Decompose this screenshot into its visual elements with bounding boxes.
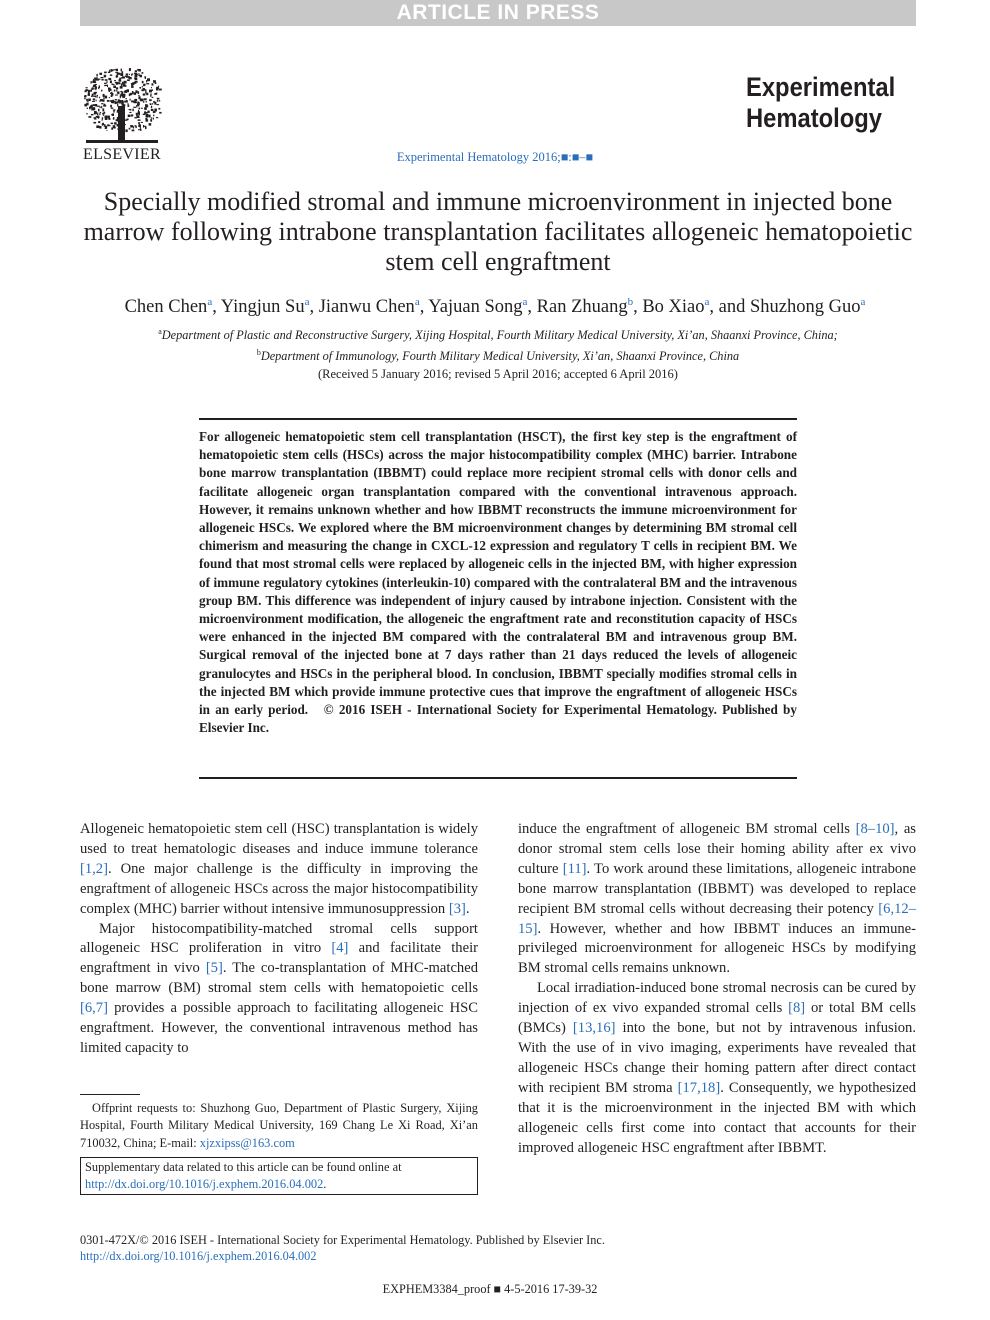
citation-link[interactable]: [1,2] [80, 860, 108, 877]
publisher-wordmark: ELSEVIER [83, 146, 161, 163]
body-text: . However, whether and how IBBMT induces… [518, 920, 916, 977]
author-separator: , [212, 297, 221, 318]
abstract-text: For allogeneic hematopoietic stem cell t… [199, 429, 797, 736]
elsevier-tree-logo [80, 66, 164, 164]
author-separator: , and [709, 297, 751, 318]
proof-stamp: EXPHEM3384_proof ■ 4-5-2016 17-39-32 [382, 1282, 598, 1296]
citation-link[interactable]: [11] [562, 860, 587, 877]
body-text: Allogeneic hematopoietic stem cell (HSC)… [80, 821, 478, 857]
body-column-right: induce the engraftment of allogeneic BM … [518, 820, 916, 1158]
affiliation-line: bDepartment of Immunology, Fourth Milita… [80, 344, 916, 365]
elsevier-tree-icon [84, 68, 162, 143]
author-separator: , [633, 297, 643, 318]
citation-link[interactable]: [6,7] [80, 1000, 108, 1017]
body-paragraph: induce the engraftment of allogeneic BM … [518, 820, 916, 979]
body-text: . To work around these limitations, allo… [518, 860, 916, 917]
author-separator: , [527, 297, 537, 318]
author-name: Ran Zhuang [536, 297, 628, 318]
citation-link[interactable]: [3] [448, 900, 466, 917]
author-name: Shuzhong Guo [750, 297, 861, 318]
citation-link[interactable]: [17,18] [677, 1079, 721, 1096]
author-name: Yajuan Song [428, 297, 523, 318]
journal-logo: Experimental Hematology [746, 72, 916, 134]
citation-link[interactable]: [8–10] [855, 821, 895, 837]
body-paragraph: Local irradiation-induced bone stromal n… [518, 979, 916, 1158]
author-affiliation-mark[interactable]: a [207, 296, 213, 308]
supplementary-text: Supplementary data related to this artic… [85, 1160, 402, 1174]
body-text: or total BM cells (BMCs) [518, 1000, 916, 1037]
body-text: provides a possible approach to facilita… [80, 1000, 478, 1056]
received-dates: (Received 5 January 2016; revised 5 Apri… [318, 367, 678, 381]
author-name: Jianwu Chen [318, 297, 415, 318]
journal-citation[interactable]: Experimental Hematology 2016;■:■–■ [396, 150, 594, 164]
supplementary-box: Supplementary data related to this artic… [80, 1157, 478, 1195]
author-separator: , [309, 297, 319, 318]
issn-copyright: 0301-472X/© 2016 ISEH - International So… [80, 1233, 605, 1247]
author-name: Chen Chen [124, 297, 208, 318]
author-affiliation-mark[interactable]: b [627, 296, 634, 308]
offprint-footnote: Offprint requests to: Shuzhong Guo, Depa… [80, 1100, 478, 1152]
offprint-text: Offprint requests to: Shuzhong Guo, Depa… [80, 1101, 478, 1150]
abstract-box: For allogeneic hematopoietic stem cell t… [199, 418, 797, 779]
affiliation-line: aDepartment of Plastic and Reconstructiv… [80, 323, 916, 344]
body-text: and facilitate their engraftment in vivo [80, 940, 478, 977]
body-text: . One major challenge is the difficulty … [80, 860, 478, 917]
body-text: . The co-transplantation of MHC-matched … [80, 960, 478, 997]
author-list: Chen Chena, Yingjun Sua, Jianwu Chena, Y… [60, 290, 930, 319]
body-paragraph: Allogeneic hematopoietic stem cell (HSC)… [80, 820, 478, 920]
body-text: . [465, 900, 470, 917]
author-affiliation-mark[interactable]: a [304, 296, 310, 308]
body-text: , as donor stromal stem cells lose their… [518, 821, 916, 877]
author-affiliation-mark[interactable]: a [860, 296, 866, 308]
affiliation-text: Department of Immunology, Fourth Militar… [260, 349, 740, 364]
journal-logo-line-2: Hematology [746, 103, 883, 133]
citation-link[interactable]: [4] [331, 940, 349, 957]
author-affiliation-mark[interactable]: a [414, 296, 420, 308]
citation-link[interactable]: [8] [788, 1000, 806, 1017]
body-text: Local irradiation-induced bone stromal n… [518, 980, 916, 1017]
affiliations: aDepartment of Plastic and Reconstructiv… [80, 323, 916, 365]
citation-link[interactable]: [5] [205, 960, 223, 977]
affiliation-mark: b [256, 348, 261, 358]
supplementary-link[interactable]: http://dx.doi.org/10.1016/j.exphem.2016.… [85, 1177, 324, 1192]
body-column-left: Allogeneic hematopoietic stem cell (HSC)… [80, 820, 478, 1059]
body-text: into the bone, but not by intravenous in… [518, 1020, 917, 1096]
author-name: Yingjun Su [220, 297, 305, 318]
supplementary-end: . [323, 1177, 327, 1192]
article-in-press-banner: ARTICLE IN PRESS [80, 0, 916, 26]
body-text: induce the engraftment of allogeneic BM … [518, 821, 856, 837]
author-name: Bo Xiao [642, 297, 705, 318]
footnote-divider [80, 1094, 140, 1095]
affiliation-mark: a [158, 327, 162, 336]
affiliation-text: Department of Plastic and Reconstructive… [161, 328, 838, 343]
author-affiliation-mark[interactable]: a [522, 296, 528, 308]
citation-link[interactable]: [13,16] [572, 1020, 616, 1037]
doi-link[interactable]: http://dx.doi.org/10.1016/j.exphem.2016.… [80, 1249, 317, 1263]
citation-link[interactable]: [6,12–15] [518, 900, 916, 937]
journal-logo-line-1: Experimental [746, 72, 896, 102]
body-paragraph: Major histocompatibility-matched stromal… [80, 920, 478, 1059]
article-title: Specially modified stromal and immune mi… [83, 187, 913, 276]
author-affiliation-mark[interactable]: a [704, 296, 710, 308]
email-link[interactable]: xjzxipss@163.com [199, 1135, 295, 1150]
author-separator: , [419, 297, 429, 318]
body-text: Major histocompatibility-matched stromal… [80, 920, 478, 957]
body-text: . Consequently, we hypothesized that it … [518, 1079, 916, 1156]
